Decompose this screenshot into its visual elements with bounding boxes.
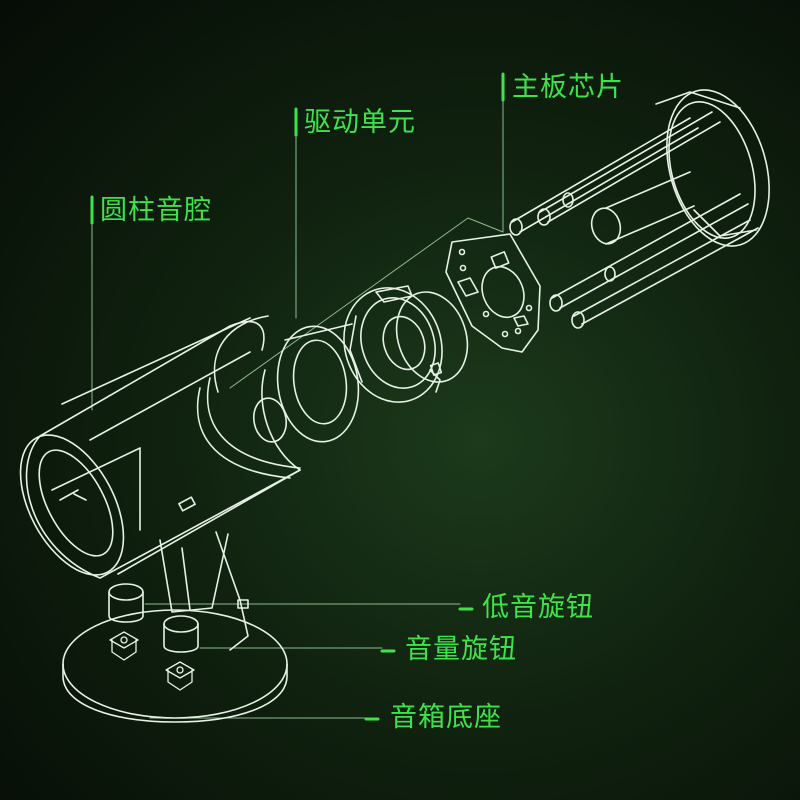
label-tick-marks: [90, 72, 505, 721]
label-driver-unit: 驱动单元: [304, 107, 416, 138]
label-speaker-base: 音箱底座: [390, 702, 502, 733]
driver-gasket-part: [276, 323, 360, 443]
label-bass-knob: 低音旋钮: [482, 592, 594, 623]
cavity-rear-cap-part: [213, 315, 288, 443]
knob-sockets: [109, 631, 195, 691]
speaker-base-part: [62, 609, 288, 723]
leader-lines: [91, 94, 504, 719]
volume-knob-part: [163, 615, 199, 653]
label-cylinder-cavity: 圆柱音腔: [100, 195, 212, 226]
driver-unit-part: [343, 285, 469, 403]
mainboard-part: [445, 233, 541, 353]
label-mainboard-chip: 主板芯片: [512, 72, 624, 103]
label-volume-knob: 音量旋钮: [405, 634, 517, 665]
rear-frame-part: [509, 89, 770, 329]
stand-part: [159, 531, 249, 651]
bass-knob-part: [108, 583, 144, 623]
cylinder-cavity-part: [19, 317, 301, 579]
